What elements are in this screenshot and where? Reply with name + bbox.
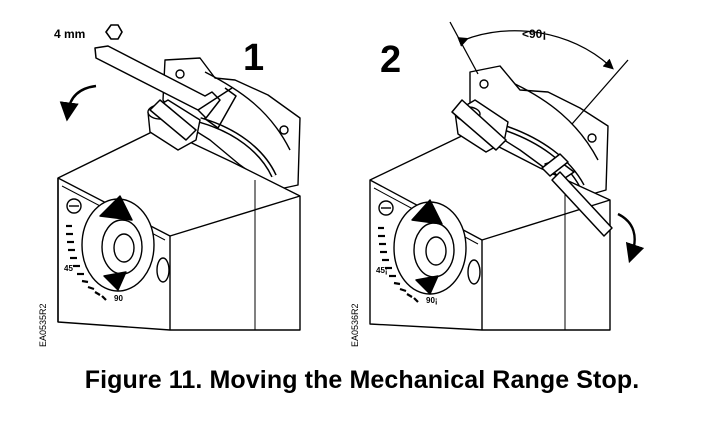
panel-1-scale-ticks: [66, 224, 107, 301]
panel-2-actuator: [369, 65, 611, 331]
figure-caption: Figure 11. Moving the Mechanical Range S…: [84, 366, 640, 394]
hex-icon: [105, 24, 123, 40]
panel-2-scale-end-label: 90¡: [426, 296, 438, 305]
panel-1-scale-mid-label: 45: [64, 264, 73, 273]
step-number-2: 2: [380, 39, 401, 81]
panel-2-drawing-code: EA0536R2: [350, 303, 360, 347]
panel-1-hex-key: [94, 45, 237, 141]
panel-2-scale-mid-label: 45¡: [376, 266, 388, 275]
panel-1-drawing-code: EA0535R2: [38, 303, 48, 347]
step-number-1: 1: [243, 37, 264, 79]
wrench-size-label: 4 mm: [54, 27, 85, 41]
panel-1-scale-end-label: 90: [114, 294, 123, 303]
angle-label: <90¡: [522, 27, 546, 41]
panel-1-rotation-arrow: [59, 84, 97, 122]
angle-indicator: [449, 21, 629, 125]
panel-2-hex-key: [451, 99, 613, 237]
panel-2-rotation-arrow: [617, 212, 645, 264]
panel-2-scale-ticks: [378, 226, 419, 303]
